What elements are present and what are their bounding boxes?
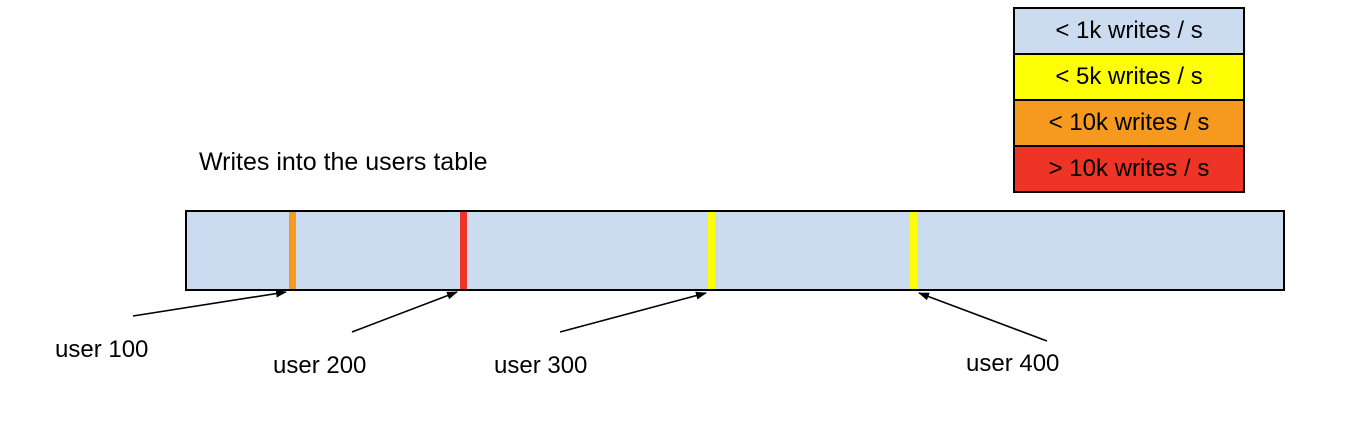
legend-item-lt-5k: < 5k writes / s xyxy=(1013,53,1245,101)
arrow-user-300 xyxy=(559,291,707,333)
legend: < 1k writes / s < 5k writes / s < 10k wr… xyxy=(1013,7,1245,193)
legend-item-gt-10k: > 10k writes / s xyxy=(1013,145,1245,193)
label-user-300: user 300 xyxy=(494,352,588,379)
legend-item-lt-1k: < 1k writes / s xyxy=(1013,7,1245,55)
arrow-user-400 xyxy=(918,292,1048,342)
label-user-100: user 100 xyxy=(55,336,149,363)
hotspot-marker-user-400 xyxy=(910,212,917,289)
hotspot-marker-user-200 xyxy=(460,212,467,289)
hotspot-marker-user-300 xyxy=(708,212,715,289)
legend-item-gt-10k-label: > 10k writes / s xyxy=(1048,155,1210,182)
label-user-200: user 200 xyxy=(273,352,367,379)
legend-item-lt-1k-label: < 1k writes / s xyxy=(1055,17,1203,44)
users-table-bar xyxy=(185,210,1285,291)
legend-item-lt-10k: < 10k writes / s xyxy=(1013,99,1245,147)
diagram-title: Writes into the users table xyxy=(199,148,488,176)
arrow-user-200 xyxy=(351,291,458,333)
label-user-400: user 400 xyxy=(966,350,1060,377)
arrow-user-100 xyxy=(132,289,287,317)
legend-item-lt-10k-label: < 10k writes / s xyxy=(1048,109,1210,136)
hotspot-marker-user-100 xyxy=(289,212,296,289)
legend-item-lt-5k-label: < 5k writes / s xyxy=(1055,63,1203,90)
